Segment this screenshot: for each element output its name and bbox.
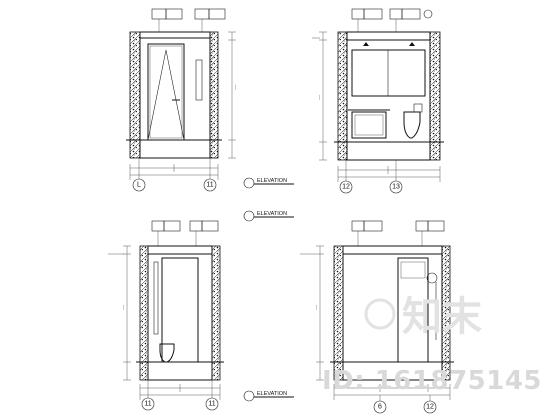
door bbox=[147, 43, 185, 141]
elevation-title-text: ELEVATION bbox=[257, 211, 287, 217]
grid-bubble: 12 bbox=[339, 160, 353, 194]
elevation-bottom-right: ---- 6 12 bbox=[300, 220, 454, 414]
dimension-chain-bottom bbox=[337, 166, 441, 182]
elevation-title-text: ELEVATION bbox=[257, 391, 287, 397]
grid-bubble: 13 bbox=[389, 160, 403, 194]
marble-wall bbox=[346, 39, 431, 143]
grid-bubble-label: 12 bbox=[426, 404, 434, 411]
marble-wall bbox=[139, 37, 211, 141]
grid-bubble: 11 bbox=[141, 380, 155, 411]
grid-bubble-label: 13 bbox=[392, 184, 400, 191]
grid-bubble-label: 11 bbox=[208, 401, 215, 408]
dimension-chain-left: ---- bbox=[300, 245, 324, 381]
grid-bubble-label: 11 bbox=[144, 401, 151, 408]
elevation-top-left: ---- L 11 ELEVATION bbox=[126, 8, 294, 192]
ceiling bbox=[342, 245, 443, 255]
mirror bbox=[351, 49, 426, 97]
watermark: 知末 ID: 161875145 bbox=[322, 294, 542, 396]
callout-tags bbox=[351, 8, 433, 32]
elevation-title-text: ELEVATION bbox=[257, 178, 287, 184]
elevation-bottom-left: ---- 11 11 bbox=[108, 220, 224, 411]
callout-tags bbox=[351, 220, 445, 246]
wall-left bbox=[139, 245, 149, 381]
towel-rail bbox=[195, 59, 203, 101]
wall-left bbox=[333, 245, 344, 381]
callout-tags bbox=[151, 8, 226, 32]
elevation-title: ELEVATION bbox=[243, 390, 294, 402]
wall-right bbox=[211, 245, 221, 381]
grid-bubble: 11 bbox=[203, 158, 217, 192]
grid-bubble: 6 bbox=[373, 395, 387, 414]
callout-tags bbox=[151, 220, 219, 246]
vanity-cabinet bbox=[351, 111, 387, 139]
watermark-logo: 知末 bbox=[364, 294, 482, 340]
dimension-chain-bottom bbox=[139, 384, 221, 400]
elevation-top-right: ---- 12 13 bbox=[312, 8, 444, 194]
wall-right bbox=[429, 31, 441, 161]
wall-left bbox=[337, 31, 348, 161]
floor-gravel bbox=[346, 141, 431, 161]
dimension-chain-bottom bbox=[333, 384, 451, 400]
grid-bubble-label: L bbox=[137, 182, 141, 189]
ceiling bbox=[139, 31, 211, 39]
grid-bubble: 11 bbox=[205, 380, 219, 411]
grid-bubble: L bbox=[132, 158, 146, 192]
dimension-chain-right: ---- bbox=[228, 31, 237, 159]
ceiling bbox=[346, 31, 431, 41]
svg-text:----: ---- bbox=[232, 84, 237, 90]
ceiling bbox=[147, 245, 213, 255]
grid-bubble-label: 11 bbox=[206, 182, 213, 189]
watermark-id: ID: 161875145 bbox=[322, 366, 542, 396]
floor-gravel bbox=[147, 361, 213, 381]
watermark-logo-text: 知末 bbox=[402, 294, 482, 340]
grid-bubble: 12 bbox=[423, 395, 437, 414]
elevation-title: ELEVATION bbox=[243, 177, 294, 189]
svg-text:----: ---- bbox=[120, 304, 125, 310]
dimension-chain-left: ---- bbox=[312, 31, 327, 161]
toilet bbox=[403, 111, 421, 139]
svg-text:----: ---- bbox=[313, 304, 318, 310]
dimension-chain-left: ---- bbox=[108, 245, 131, 381]
marble-wall bbox=[147, 253, 213, 363]
grid-bubble-label: 12 bbox=[342, 184, 350, 191]
wall-right bbox=[209, 31, 219, 159]
wall-lamp bbox=[363, 42, 369, 46]
dimension-chain-bottom bbox=[129, 164, 219, 180]
shower-head bbox=[426, 272, 438, 284]
svg-text:----: ---- bbox=[316, 94, 321, 100]
wall-lamp bbox=[409, 42, 415, 46]
shower-rail bbox=[153, 261, 159, 335]
door-swing-lines bbox=[147, 49, 185, 141]
floor-gravel bbox=[139, 139, 211, 159]
grid-bubble-label: 6 bbox=[378, 404, 382, 411]
elevation-title: ELEVATION bbox=[243, 210, 294, 222]
wall-left bbox=[129, 31, 141, 159]
shower-tile-panel bbox=[161, 257, 199, 363]
